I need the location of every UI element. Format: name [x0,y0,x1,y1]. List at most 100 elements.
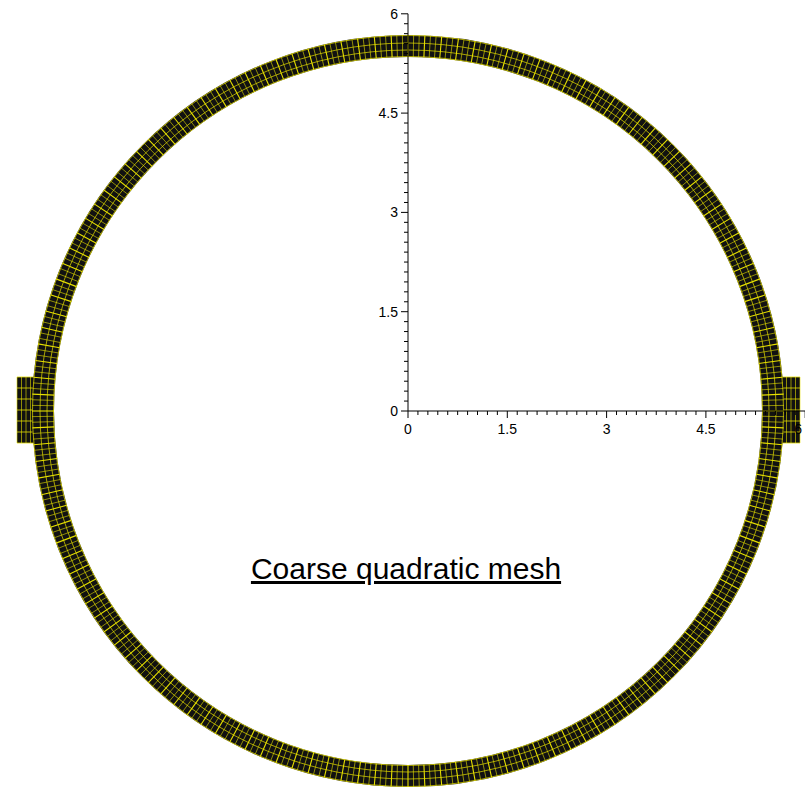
mesh-line [748,510,769,516]
mesh-line [590,88,601,107]
mesh-line [590,715,601,734]
mesh-line [341,759,345,781]
mesh-line [35,453,57,456]
mesh-line [512,749,518,770]
mesh-line [281,57,288,78]
mesh-line [215,88,226,107]
axis-tick-label: 4.5 [379,105,398,121]
mesh-line [32,416,54,417]
mesh-line [245,72,255,92]
mesh-line [380,36,382,58]
mesh-line [492,46,497,67]
tick [417,411,418,415]
tick [404,252,408,253]
mesh-line [386,764,387,786]
mesh-line [762,405,784,406]
mesh-line [571,725,581,745]
tick [725,411,726,415]
tick [646,411,647,415]
mesh-line [762,426,784,428]
mesh-line [746,300,767,306]
mesh-line [352,39,355,61]
mesh-line [725,569,745,579]
tick [735,411,736,415]
mesh-line [35,459,57,462]
mesh-line [335,758,339,780]
mesh-line [532,742,540,763]
axis-tick-label: 6 [794,421,802,437]
mesh-line [346,760,350,782]
tick [404,262,408,263]
mesh-line [34,377,56,379]
tick [404,152,408,153]
mesh-line [722,238,742,248]
mesh-line [497,47,503,68]
mesh-line [762,416,784,417]
mesh-line [434,764,436,786]
mesh-line [56,535,77,543]
mesh-line [759,366,781,369]
mesh-line [743,289,764,296]
mesh-line [753,490,774,495]
tick [695,411,696,415]
mesh-line [308,752,314,773]
mesh-line [50,520,71,527]
mesh-line [54,57,763,766]
tick [745,411,746,415]
mesh-line [423,765,425,787]
tick [404,192,408,193]
mesh-line [88,213,107,225]
mesh-line [34,372,56,374]
mesh-line [297,749,303,770]
mesh-line [527,744,534,765]
tick [404,321,408,322]
mesh-line [532,59,540,80]
tick [507,411,508,418]
tick [408,411,409,418]
mesh-line [748,306,769,312]
tick [705,411,706,418]
mesh-line [32,426,54,428]
mesh-line [445,763,447,785]
mesh-line [756,344,778,348]
mesh-line [522,55,529,76]
tick [404,391,408,392]
mesh-line [346,40,350,62]
mesh-line [72,569,92,579]
axis-tick-label: 6 [390,6,398,22]
mesh-line [85,593,104,604]
mesh-line [749,311,770,317]
mesh-line [445,37,447,59]
mesh-line [507,751,513,772]
mesh-line [391,35,393,57]
mesh-line [240,75,250,95]
mesh-line [41,490,62,495]
mesh-line [418,35,420,57]
tick [606,411,607,418]
mesh-line [502,752,508,773]
mesh-line [380,764,382,786]
tick [527,411,528,415]
mesh-line [363,762,366,784]
mesh-line [461,761,464,783]
mesh-line [418,765,420,787]
mesh-line [250,70,259,90]
tick [404,301,408,302]
tick [566,411,567,415]
mesh-line [739,279,760,287]
mesh-line [752,322,773,327]
mesh-line [450,38,453,60]
mesh-line [69,248,89,258]
mesh-line [341,41,345,63]
mesh-line [709,597,728,609]
mesh-line [245,730,255,750]
mesh-line [722,574,742,584]
mesh-line [319,46,324,67]
mesh-line [72,243,92,253]
mesh-line [74,574,94,584]
tick [487,411,488,415]
mesh-line [566,75,576,95]
mesh-line [67,560,87,569]
mesh-line [47,306,68,312]
mesh-line [255,734,264,754]
